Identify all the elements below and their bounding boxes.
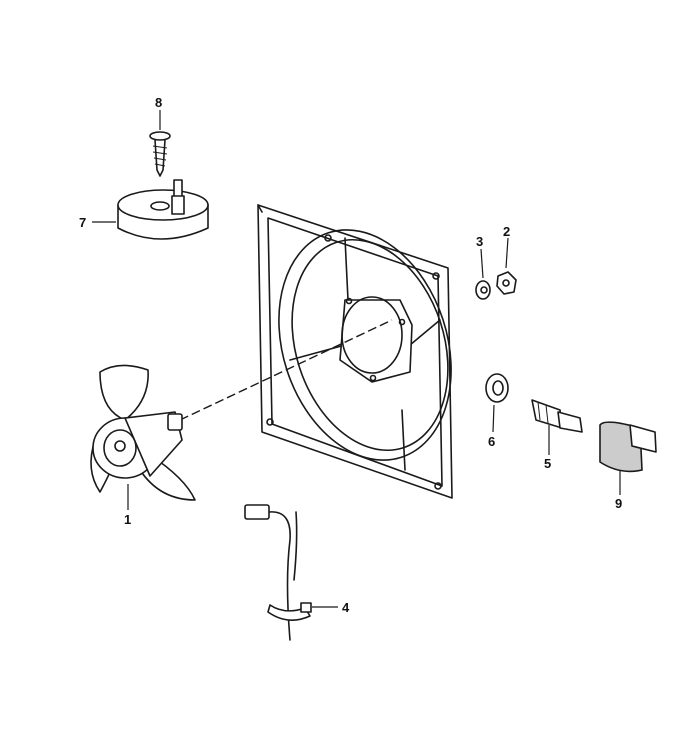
callout-7: 7 [79, 215, 86, 230]
nut-icon [496, 271, 517, 295]
screw-icon [149, 131, 171, 177]
fan-icon [90, 364, 196, 501]
callout-2: 2 [503, 224, 510, 239]
callout-8: 8 [155, 95, 162, 110]
connector-icon [599, 421, 657, 473]
washer-icon [475, 280, 491, 300]
resistor-icon [117, 179, 209, 240]
fan-shroud [257, 204, 453, 499]
callout-3: 3 [476, 234, 483, 249]
thermo-switch-icon [531, 399, 583, 433]
seal-ring-icon [485, 373, 509, 403]
callout-5: 5 [544, 456, 551, 471]
wire-harness-icon [244, 504, 312, 641]
assembly-axis [179, 319, 393, 421]
callout-6: 6 [488, 434, 495, 449]
callout-4: 4 [342, 600, 350, 615]
callout-1: 1 [124, 512, 131, 527]
callout-9: 9 [615, 496, 622, 511]
leader-lines [92, 110, 621, 608]
